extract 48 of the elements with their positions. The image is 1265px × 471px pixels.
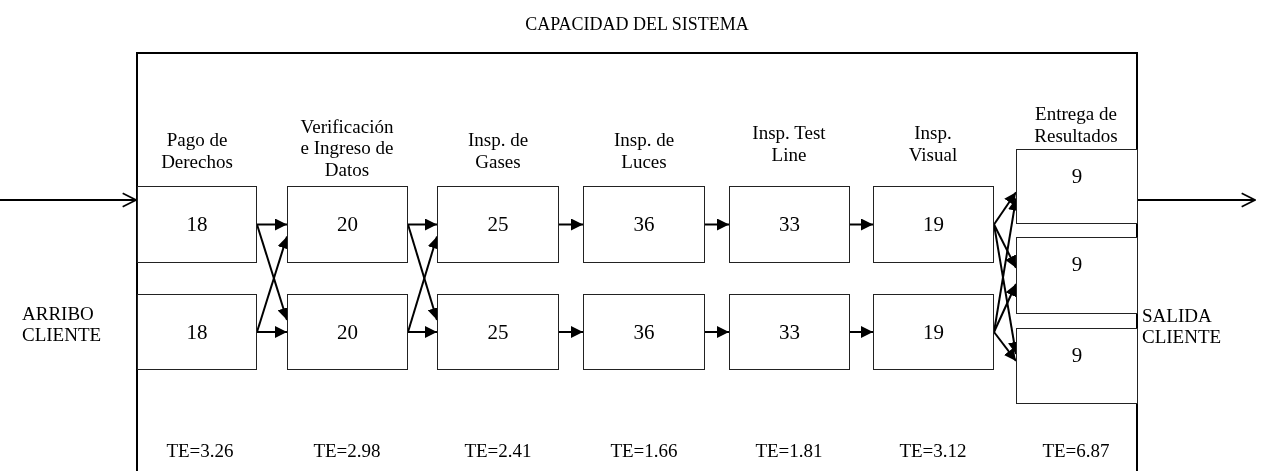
arrow (704, 326, 730, 338)
arrow (1137, 192, 1256, 208)
time-label: TE=3.26 (165, 440, 235, 462)
station-box: 9 (1016, 237, 1138, 314)
station-box: 33 (729, 186, 850, 263)
arrow (993, 191, 1017, 226)
arrow (993, 331, 1017, 362)
arrow (256, 326, 288, 338)
system-title: CAPACIDAD DEL SISTEMA (524, 14, 750, 35)
time-label: TE=3.12 (898, 440, 968, 462)
station-box: 20 (287, 294, 408, 370)
station-box: 25 (437, 186, 559, 263)
stage-label: Entrega de Resultados (1033, 103, 1119, 146)
stage-label: Verificación e Ingreso de Datos (299, 115, 395, 180)
station-box: 33 (729, 294, 850, 370)
arrow (849, 218, 874, 231)
arrow (407, 218, 438, 231)
stage-label: Insp. de Luces (612, 129, 676, 172)
arrow (849, 326, 874, 338)
station-box: 19 (873, 186, 994, 263)
stage-label: Insp. de Gases (466, 129, 530, 172)
arrow (704, 218, 730, 231)
time-label: TE=2.98 (312, 440, 382, 462)
flow-label: ARRIBO CLIENTE (22, 303, 103, 346)
stage-label: Insp. Test Line (751, 122, 827, 165)
arrow (558, 218, 584, 231)
stage-label: Pago de Derechos (160, 129, 234, 172)
station-box: 20 (287, 186, 408, 263)
station-box: 9 (1016, 328, 1138, 404)
stage-label: Insp. Visual (907, 122, 959, 165)
arrow (993, 223, 1017, 269)
arrow (993, 283, 1017, 333)
arrow (0, 192, 137, 208)
station-box: 36 (583, 186, 705, 263)
station-box: 19 (873, 294, 994, 370)
arrow (558, 326, 584, 338)
arrow (256, 218, 288, 231)
station-box: 18 (137, 186, 257, 263)
arrow (407, 326, 438, 338)
station-box: 36 (583, 294, 705, 370)
time-label: TE=1.81 (754, 440, 824, 462)
time-label: TE=6.87 (1041, 440, 1111, 462)
station-box: 9 (1016, 149, 1138, 224)
time-label: TE=2.41 (463, 440, 533, 462)
time-label: TE=1.66 (609, 440, 679, 462)
station-box: 18 (137, 294, 257, 370)
station-box: 25 (437, 294, 559, 370)
flow-label: SALIDA CLIENTE (1142, 305, 1223, 348)
